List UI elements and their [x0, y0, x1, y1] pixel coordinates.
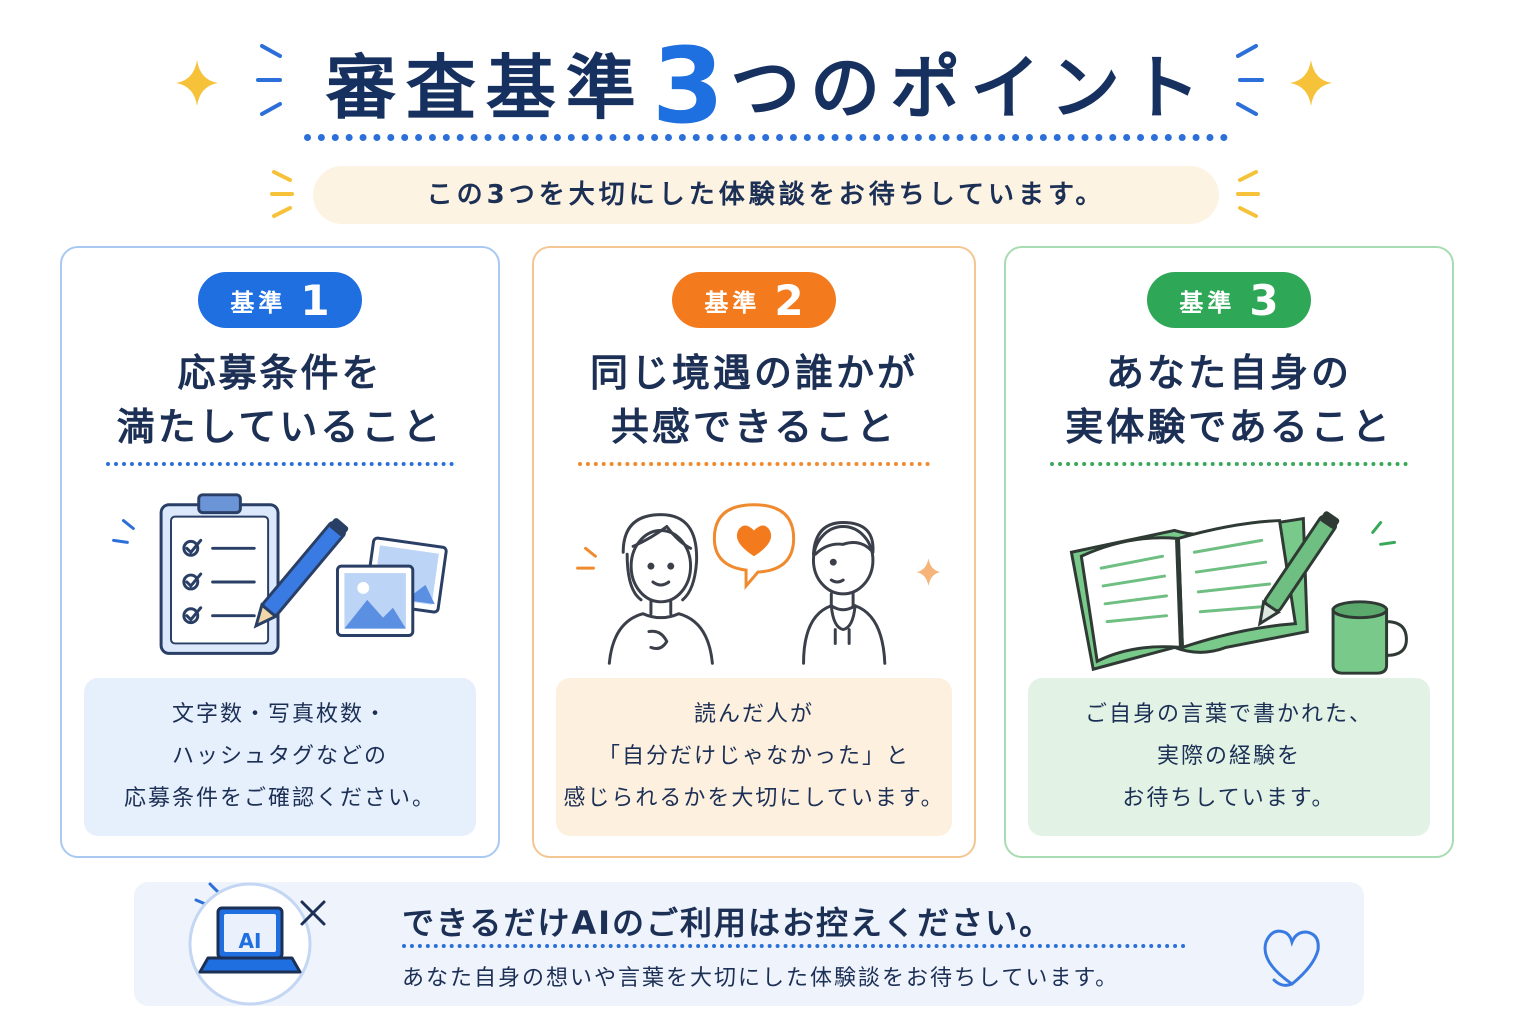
laptop-ai-label: AI: [238, 929, 262, 953]
badge-label: 基準: [704, 288, 761, 317]
criterion-title-line: 共感できること: [610, 405, 898, 449]
criterion-note-3: ご自身の言葉で書かれた、 実際の経験を お待ちしています。: [1028, 678, 1430, 836]
badge-label: 基準: [1179, 288, 1236, 317]
criterion-card-3: 基準 3 あなた自身の 実体験であること: [1004, 246, 1454, 858]
note-line: 応募条件をご確認ください。: [123, 786, 436, 811]
subtitle-pill: この3つを大切にした体験談をお待ちしています。: [313, 166, 1219, 224]
criterion-title-line: 同じ境遇の誰かが: [589, 351, 918, 395]
note-line: ご自身の言葉で書かれた、: [1084, 702, 1373, 727]
criterion-title-line: 実体験であること: [1065, 405, 1393, 449]
burst-lines-icon-subtitle-right: [1236, 170, 1260, 218]
ai-notice-subtext: あなた自身の想いや言葉を大切にした体験談をお待ちしています。: [402, 966, 1120, 991]
note-line: 「自分だけじゃなかった」と: [597, 744, 910, 769]
criterion-title-line: 応募条件を: [177, 351, 383, 395]
heart-outline-icon: [1263, 929, 1320, 987]
card-divider: [578, 462, 930, 466]
badge-number: 2: [774, 275, 804, 325]
note-line: 感じられるかを大切にしています。: [563, 786, 945, 811]
sparkle-icon-right: [1290, 60, 1332, 106]
badge-number: 1: [300, 275, 330, 325]
burst-lines-icon-subtitle-left: [270, 170, 294, 218]
close-icon: [300, 900, 326, 926]
card-divider: [1050, 462, 1408, 466]
note-line: 実際の経験を: [1156, 744, 1301, 769]
sparkle-icon: [916, 558, 941, 586]
criterion-note-2: 読んだ人が 「自分だけじゃなかった」と 感じられるかを大切にしています。: [556, 678, 952, 836]
criterion-title-3: あなた自身の 実体験であること: [1006, 346, 1452, 454]
criterion-title-2: 同じ境遇の誰かが 共感できること: [534, 346, 974, 454]
title-number: 3: [651, 25, 725, 147]
header-decorations: [176, 44, 1332, 218]
ai-notice-banner: AI できるだけAIのご利用はお控えください。 あなた自身の想いや言葉を大切にし…: [134, 882, 1364, 1006]
laptop-ai-icon: [188, 882, 326, 1006]
note-line: ハッシュタグなどの: [171, 744, 388, 769]
criterion-badge-2: 基準 2: [672, 272, 836, 328]
burst-lines-icon-left: [256, 44, 282, 116]
note-line: 文字数・写真枚数・: [171, 702, 388, 727]
sparkle-icon-left: [176, 60, 218, 106]
badge-label: 基準: [230, 288, 287, 317]
title-divider: [304, 134, 1228, 141]
criterion-card-2: 基準 2 同じ境遇の誰かが 共感できること: [532, 246, 976, 858]
two-people-heart-icon: [576, 503, 941, 665]
criterion-card-1: 基準 1 応募条件を 満たしていること: [60, 246, 500, 858]
title-suffix: つのポイント: [730, 47, 1211, 129]
ai-notice-title: できるだけAIのご利用はお控えください。: [402, 904, 1054, 942]
note-line: お待ちしています。: [1122, 786, 1336, 811]
clipboard-checklist-icon: [112, 493, 448, 655]
criterion-title-line: あなた自身の: [1105, 351, 1352, 395]
criterion-badge-1: 基準 1: [198, 272, 362, 328]
card-divider: [106, 462, 454, 466]
criterion-note-1: 文字数・写真枚数・ ハッシュタグなどの 応募条件をご確認ください。: [84, 678, 476, 836]
note-line: 読んだ人が: [693, 702, 814, 727]
badge-number: 3: [1249, 275, 1279, 325]
criterion-title-line: 満たしていること: [116, 405, 444, 449]
open-notebook-icon: [1069, 511, 1408, 675]
criterion-title-1: 応募条件を 満たしていること: [62, 346, 498, 454]
page-title: 審査基準3つのポイント: [0, 25, 1536, 147]
title-prefix: 審査基準: [325, 47, 646, 129]
criterion-badge-3: 基準 3: [1147, 272, 1311, 328]
banner-divider: [402, 944, 1186, 948]
burst-lines-icon-right: [1236, 44, 1264, 116]
